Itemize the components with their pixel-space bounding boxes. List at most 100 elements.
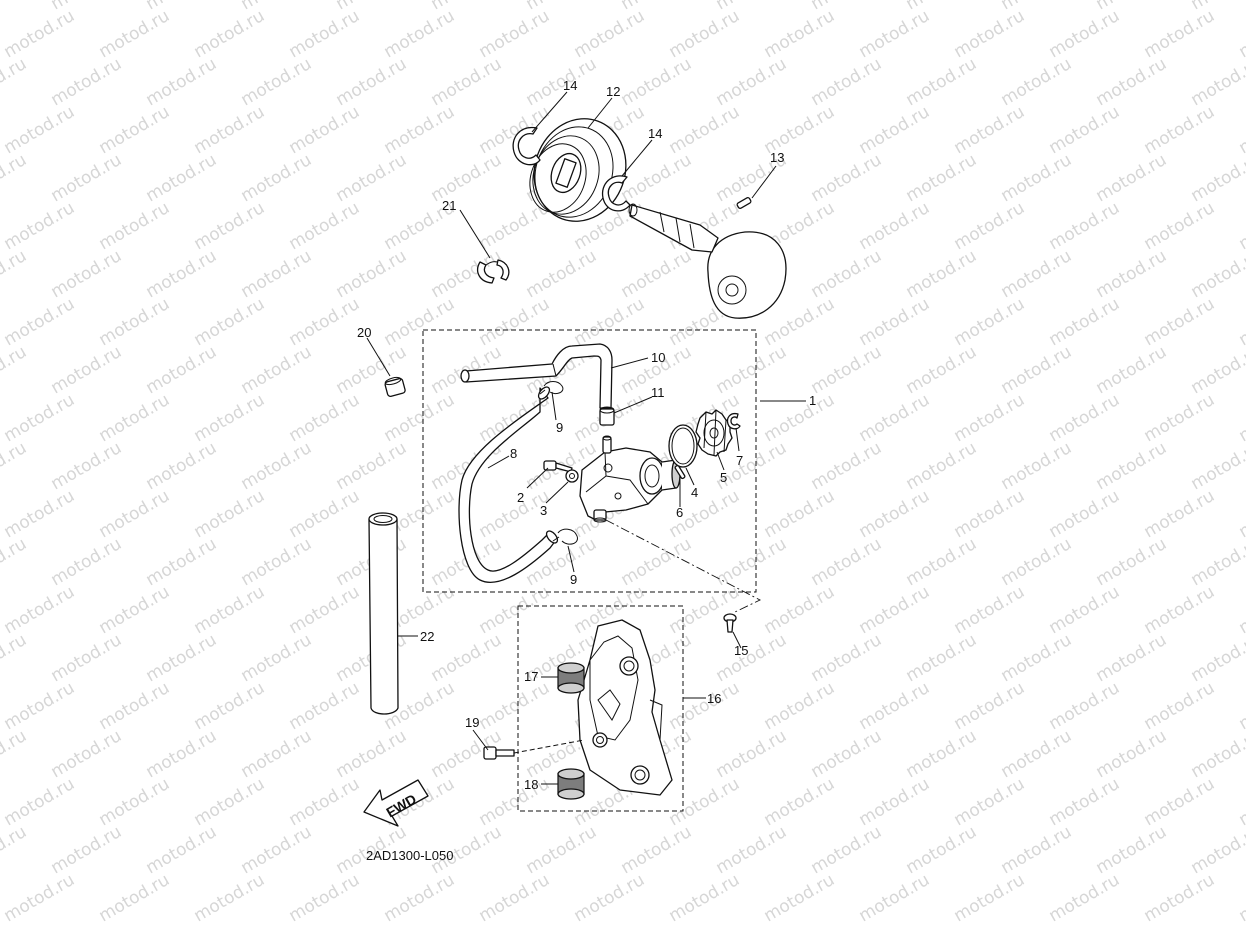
watermark-text: motod.ru [1188,54,1246,110]
watermark-text: motod.ru [856,870,934,926]
watermark-text: motod.ru [1188,342,1246,398]
watermark-text: motod.ru [761,486,839,542]
watermark-text: motod.ru [808,822,886,878]
watermark-text: motod.ru [761,6,839,62]
watermark-text: motod.ru [571,870,649,926]
watermark-text: motod.ru [96,486,174,542]
watermark-text: motod.ru [238,534,316,590]
watermark-text: motod.ru [951,486,1029,542]
watermark-text: motod.ru [286,6,364,62]
watermark-text: motod.ru [998,54,1076,110]
watermark-text: motod.ru [1,390,79,446]
part-3-washer [565,469,579,483]
watermark-text: motod.ru [238,150,316,206]
watermark-text: motod.ru [48,54,126,110]
watermark-text: motod.ru [1093,438,1171,494]
watermark-text: motod.ru [286,294,364,350]
watermark-text: motod.ru [1046,774,1124,830]
watermark-text: motod.ru [903,246,981,302]
watermark-text: motod.ru [238,822,316,878]
watermark-text: motod.ru [903,54,981,110]
watermark-text: motod.ru [381,390,459,446]
watermark-text: motod.ru [191,774,269,830]
watermark-text: motod.ru [808,246,886,302]
watermark-text: motod.ru [666,102,744,158]
watermark-text: motod.ru [381,102,459,158]
watermark-text: motod.ru [191,870,269,926]
watermark-text: motod.ru [1141,870,1219,926]
watermark-text: motod.ru [381,870,459,926]
part-19-screw [483,739,585,760]
callouts: 14 12 14 13 21 20 10 11 1 9 8 2 3 4 5 6 … [357,78,816,792]
watermark-text: motod.ru [0,630,30,686]
watermark-text: motod.ru [523,54,601,110]
callout-9b: 9 [570,572,577,587]
watermark-text: motod.ru [761,774,839,830]
watermark-text: motod.ru [903,150,981,206]
watermark-text: motod.ru [1141,198,1219,254]
watermark-text: motod.ru [191,6,269,62]
watermark-text: motod.ru [476,678,554,734]
watermark-text: motod.ru [856,102,934,158]
watermark-text: motod.ru [666,774,744,830]
callout-14a: 14 [563,78,577,93]
watermark-text: motod.ru [238,726,316,782]
watermark-text: motod.ru [0,246,30,302]
watermark-text: motod.ru [428,54,506,110]
callout-13: 13 [770,150,784,165]
watermark-text: motod.ru [571,294,649,350]
callout-10: 10 [651,350,665,365]
callout-1: 1 [809,393,816,408]
watermark-text: motod.ru [903,342,981,398]
watermark-text: motod.ru [1,486,79,542]
watermark-text: motod.ru [998,150,1076,206]
watermark-text: motod.ru [998,822,1076,878]
watermark-text: motod.ru [238,54,316,110]
watermark-text: motod.ru [381,6,459,62]
watermark-text: motod.ru [903,630,981,686]
watermark-text: motod.ru [48,342,126,398]
watermark-text: motod.ru [998,534,1076,590]
part-14-circlip-left [512,126,541,166]
watermark-text: motod.ru [1093,534,1171,590]
watermark-text: motod.ru [143,438,221,494]
watermark-text: motod.ru [1188,534,1246,590]
watermark-text: motod.ru [0,342,30,398]
part-5-gear [695,409,733,457]
watermark-text: motod.ru [1,870,79,926]
watermark-text: motod.ru [191,390,269,446]
watermark-text: motod.ru [1236,678,1246,734]
callout-12: 12 [606,84,620,99]
part-7-circlip [726,412,741,430]
watermark-text: motod.ru [96,870,174,926]
group-box-1 [422,329,757,593]
watermark-text: motod.ru [428,630,506,686]
part-14-circlip-right [601,175,631,212]
watermark-text: motod.ru [0,534,30,590]
oil-pump-body [579,435,681,523]
part-4-o-ring [668,424,698,468]
watermark-text: motod.ru [191,102,269,158]
watermark-text: motod.ru [1046,582,1124,638]
watermark-text: motod.ru [998,246,1076,302]
watermark-text: motod.ru [143,630,221,686]
watermark-text: motod.ru [1046,294,1124,350]
watermark-text: motod.ru [903,726,981,782]
callout-15: 15 [734,643,748,658]
part-9-clip-upper [539,381,564,395]
part-16-cover [577,619,673,796]
part-22-hose [368,512,399,715]
watermark-text: motod.ru [1046,486,1124,542]
watermark-text: motod.ru [1236,486,1246,542]
watermark-text: motod.ru [1188,438,1246,494]
watermark-text: motod.ru [191,294,269,350]
watermark-text: motod.ru [286,678,364,734]
watermark-text: motod.ru [1046,102,1124,158]
watermark-text: motod.ru [96,582,174,638]
watermark-text: motod.ru [951,390,1029,446]
watermark-text: motod.ru [286,582,364,638]
watermark-text: motod.ru [476,6,554,62]
assembly-line [605,519,762,613]
callout-21: 21 [442,198,456,213]
watermark-text: motod.ru [523,822,601,878]
